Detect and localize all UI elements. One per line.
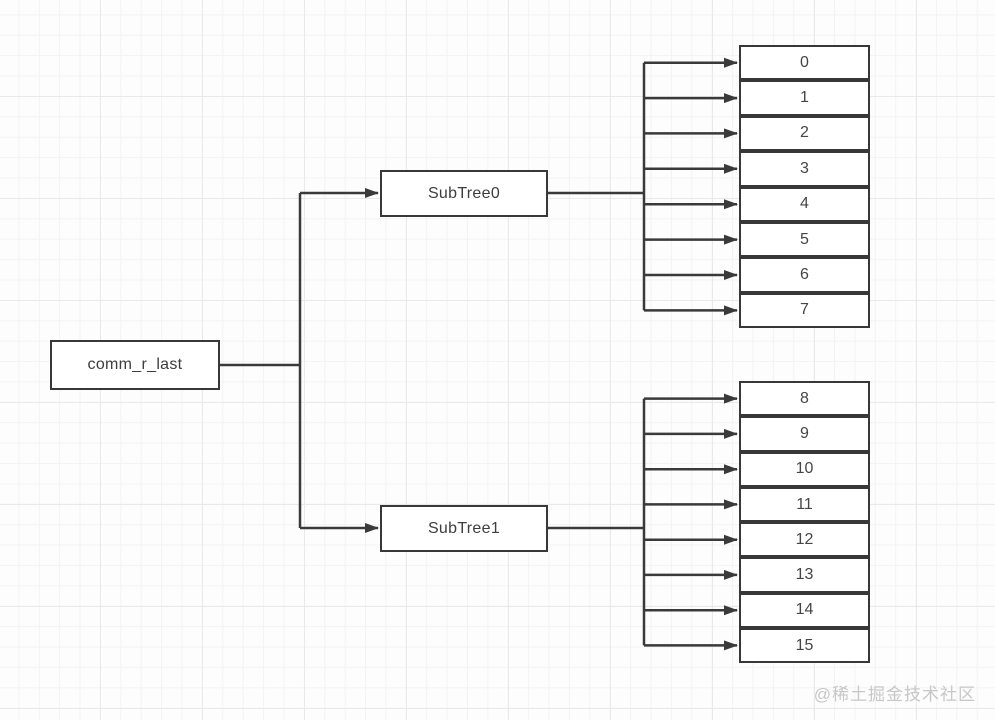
leaf-cell-13: 13 xyxy=(739,557,870,593)
subtree1-node-label: SubTree1 xyxy=(427,519,501,537)
leaf-cell-label: 11 xyxy=(796,495,813,513)
leaf-cell-label: 10 xyxy=(795,460,814,478)
leaf-cell-14: 14 xyxy=(739,592,870,629)
subtree0-node-label: SubTree0 xyxy=(427,184,501,202)
connector-subtree0-trunk xyxy=(548,62,646,311)
leaf-cell-5: 5 xyxy=(739,221,870,258)
subtree1-node: SubTree1 xyxy=(380,505,548,552)
leaf-cell-3: 3 xyxy=(739,151,870,187)
leaf-cell-label: 1 xyxy=(800,89,809,107)
leaf-cell-label: 9 xyxy=(800,424,809,442)
leaf-stack-subtree0: 0 1 2 3 4 5 6 7 xyxy=(739,45,870,329)
leaf-cell-label: 7 xyxy=(800,301,809,319)
leaf-cell-label: 12 xyxy=(795,530,814,548)
leaf-cell-4: 4 xyxy=(739,186,870,222)
leaf-cell-label: 15 xyxy=(795,636,814,654)
leaf-cell-6: 6 xyxy=(739,257,870,293)
leaf-cell-15: 15 xyxy=(739,628,870,664)
leaf-cell-label: 4 xyxy=(800,195,809,213)
leaf-cell-7: 7 xyxy=(739,292,870,329)
leaf-cell-12: 12 xyxy=(739,522,870,558)
leaf-cell-11: 11 xyxy=(739,486,870,523)
leaf-cell-label: 13 xyxy=(795,566,814,584)
root-node: comm_r_last xyxy=(50,340,220,390)
leaf-cell-label: 14 xyxy=(795,601,814,619)
leaf-cell-label: 6 xyxy=(800,266,809,284)
leaf-cell-8: 8 xyxy=(739,381,870,417)
leaf-cell-2: 2 xyxy=(739,115,870,152)
connector-subtree1-trunk xyxy=(548,398,646,646)
watermark-text: @稀土掘金技术社区 xyxy=(813,685,976,704)
leaf-cell-label: 8 xyxy=(800,389,809,407)
leaf-cell-1: 1 xyxy=(739,80,870,116)
leaf-cell-0: 0 xyxy=(739,45,870,81)
leaf-cell-label: 0 xyxy=(800,53,809,71)
leaf-cell-label: 3 xyxy=(800,159,809,177)
leaf-stack-subtree1: 8 9 10 11 12 13 14 15 xyxy=(739,381,870,664)
leaf-cell-label: 5 xyxy=(800,230,809,248)
subtree0-node: SubTree0 xyxy=(380,170,548,217)
root-node-label: comm_r_last xyxy=(87,356,183,373)
connector-root-trunk xyxy=(220,193,302,528)
leaf-cell-label: 2 xyxy=(800,124,809,142)
leaf-cell-9: 9 xyxy=(739,416,870,452)
leaf-cell-10: 10 xyxy=(739,451,870,487)
